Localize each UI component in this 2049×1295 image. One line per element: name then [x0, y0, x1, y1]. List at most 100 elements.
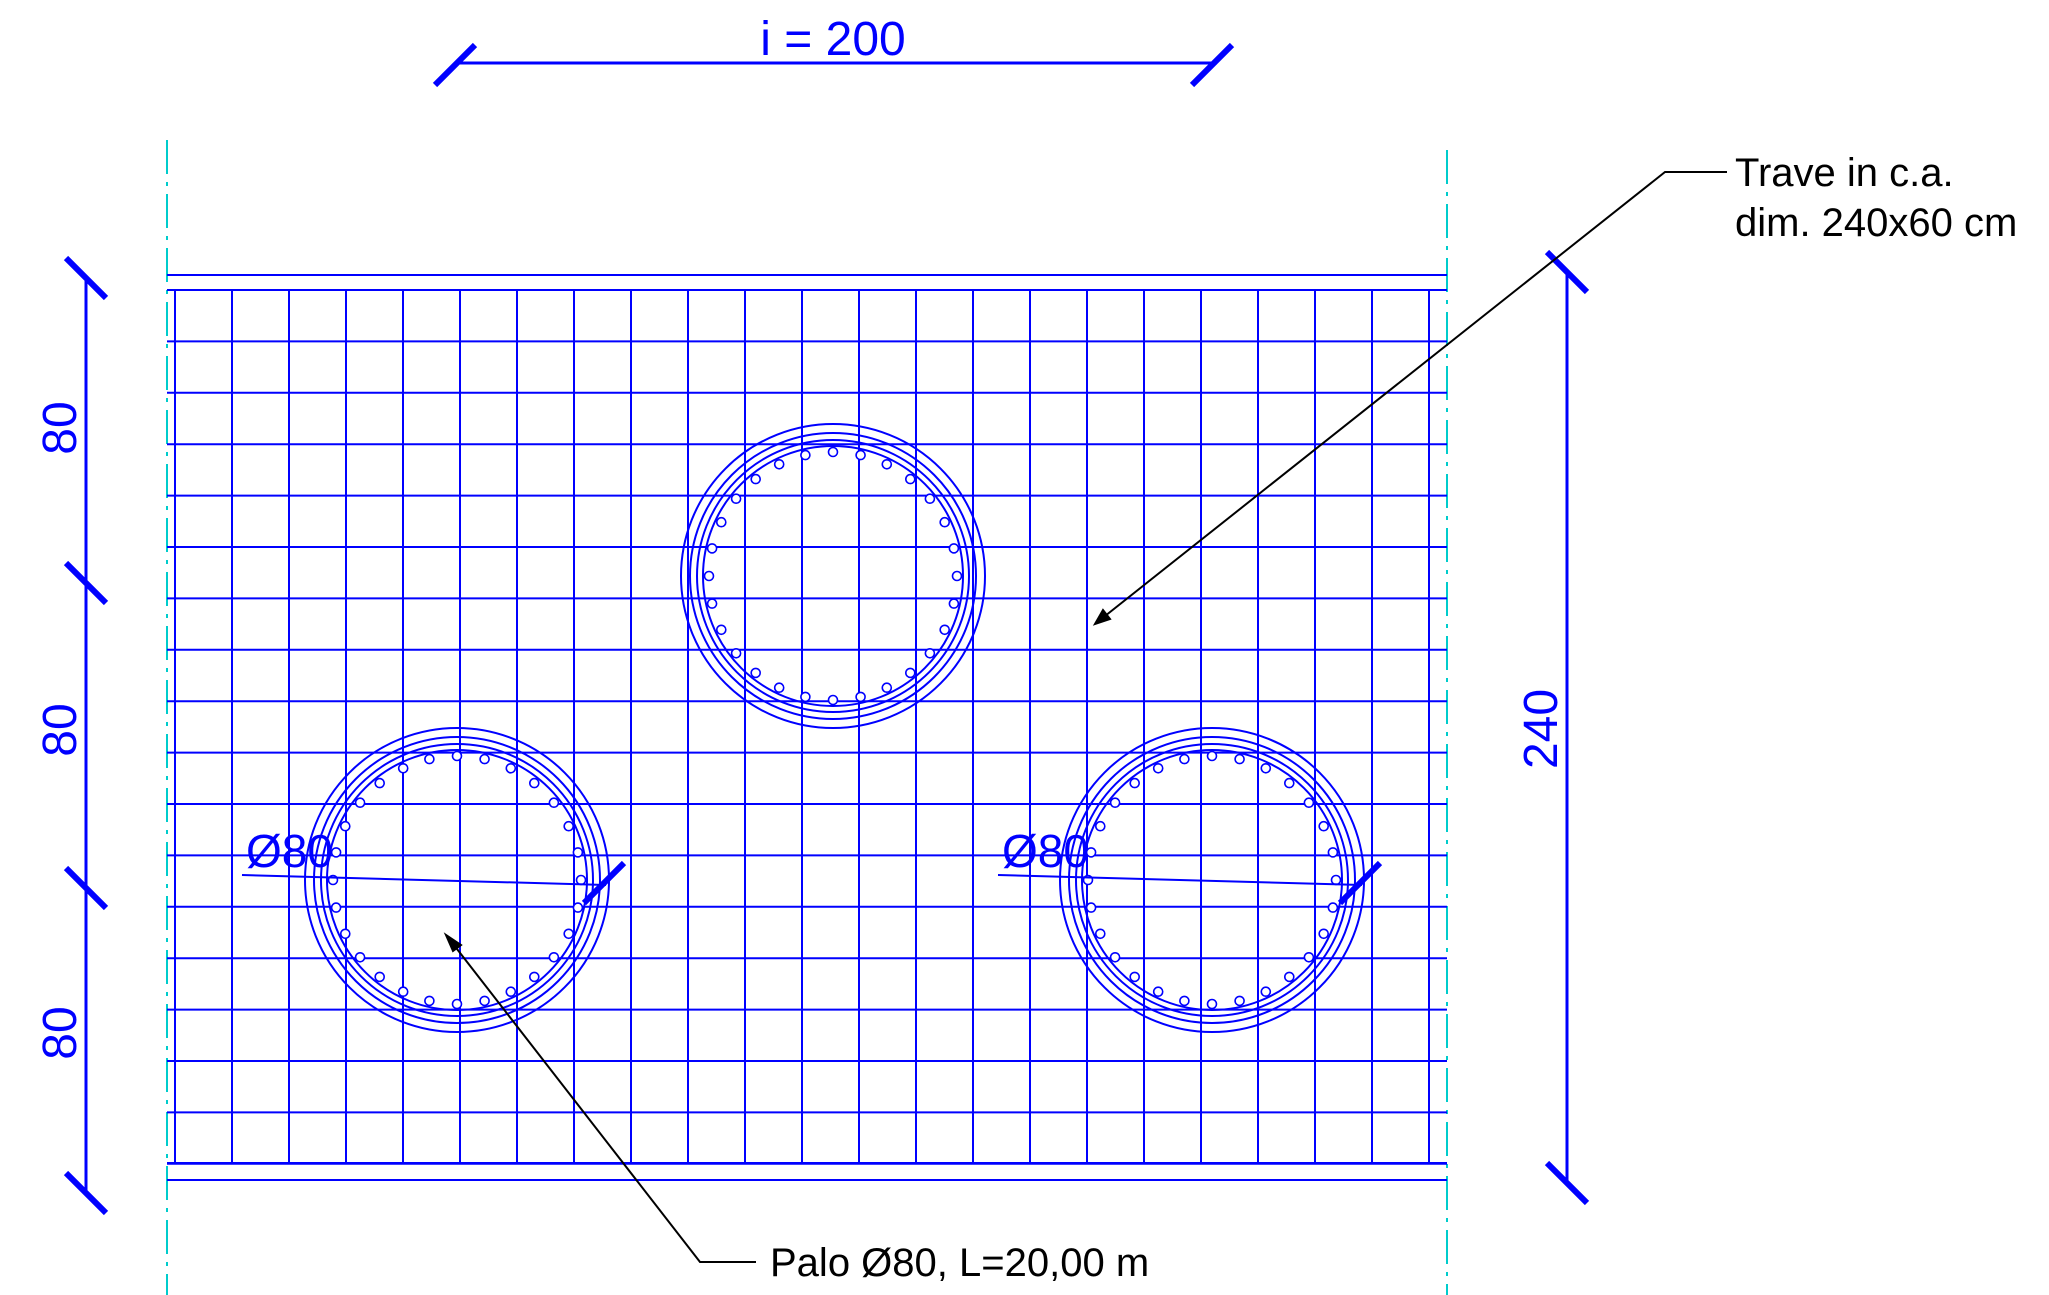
pile-rebar [904, 667, 916, 679]
pile-rebar [939, 624, 951, 636]
pile-leader-arrow [443, 932, 463, 953]
pile-rebar [855, 449, 866, 461]
pile-rebar [1318, 928, 1329, 940]
pile-rebar [1303, 797, 1315, 809]
pile-top [680, 423, 986, 729]
pile-rebar [528, 777, 540, 789]
pile-rebar [715, 516, 727, 528]
pile-diameter-dims [241, 860, 1383, 906]
pile-rebar [1152, 762, 1164, 774]
beam-leader-line [1099, 171, 1727, 621]
rebar-grid [167, 289, 1447, 1165]
left-tick-2 [63, 560, 109, 606]
pile-rebar [827, 446, 839, 458]
pile-rebar [563, 928, 575, 940]
pile-rebar [424, 753, 435, 765]
pile-diameter-line-left [241, 874, 607, 886]
pile-rebar [924, 493, 936, 505]
pile-rebar [374, 777, 386, 789]
pile-rebar [773, 458, 785, 470]
pile-outline [680, 423, 986, 729]
pile-rebar [715, 624, 727, 636]
pile-rebar [730, 647, 742, 659]
pile-rebar [827, 694, 839, 706]
pile-rebar [1095, 928, 1106, 940]
pile-right [1059, 727, 1365, 1033]
total-height-dimension [1544, 249, 1590, 1206]
pile-rebar [881, 458, 893, 470]
left-tick-1 [63, 255, 109, 301]
left-dimension-label-top: 80 [34, 401, 87, 454]
pile-rebar [1179, 753, 1190, 765]
pile-rebar [397, 762, 409, 774]
beam-outline [167, 274, 1447, 1181]
pile-annotation: Palo Ø80, L=20,00 m [770, 1241, 1149, 1285]
pile-rebar [948, 543, 960, 554]
pile-rebar [354, 797, 366, 809]
pile-rebar [339, 928, 351, 940]
pile-rebar [951, 570, 963, 582]
pile-diameter-label-right: Ø80 [1002, 825, 1089, 877]
pile-diameter-tick-right [1337, 860, 1383, 906]
total-height-label: 240 [1515, 689, 1568, 769]
pile-rebar [750, 473, 762, 485]
pile-outline [689, 432, 977, 720]
pile-rebar [424, 995, 435, 1007]
pile-rebar [563, 820, 575, 832]
pile-rebar [706, 543, 718, 554]
pile-rebar [1179, 995, 1190, 1007]
pile-rebar [339, 820, 351, 832]
pile-rebar [1152, 986, 1164, 998]
pile-left [304, 727, 610, 1033]
pile-rebar [572, 902, 584, 913]
pile-rebar [939, 516, 951, 528]
pile-rebar [948, 598, 960, 609]
pile-diameter-label-left: Ø80 [246, 825, 333, 877]
pile-rebar [1109, 797, 1121, 809]
pile-spiral [1081, 749, 1343, 1011]
pile-leader-line [449, 939, 756, 1263]
spacing-label: i = 200 [760, 13, 905, 66]
pile-outline [313, 736, 601, 1024]
spacing-dimension [432, 42, 1235, 88]
pile-diameter-line-right [997, 874, 1363, 886]
pile-rebar [1206, 998, 1218, 1010]
pile-rebar [706, 598, 718, 609]
pile-rebar [572, 847, 584, 858]
pile-rebar [528, 971, 540, 983]
pile-rebar [397, 986, 409, 998]
pile-rebar [1318, 820, 1329, 832]
pile-rebar [1234, 753, 1245, 765]
pile-rebar [505, 762, 517, 774]
pile-spiral [702, 445, 964, 707]
left-tick-4 [63, 1170, 109, 1216]
pile-rebar [800, 449, 811, 461]
pile-rebar [773, 682, 785, 694]
left-dimension-chain [63, 255, 109, 1216]
pile-rebar [575, 874, 587, 886]
pile-rebar [1129, 777, 1140, 789]
left-dimension-label-bottom: 80 [34, 1006, 87, 1059]
pile-rebar [881, 682, 893, 694]
pile-rebar [855, 691, 866, 703]
pile-rebar [800, 691, 811, 703]
pile-rebar [703, 570, 715, 582]
pile-spiral [1075, 743, 1349, 1017]
pile-rebar [548, 951, 560, 963]
pile-rebar [374, 971, 386, 983]
pile-rebar [451, 998, 463, 1010]
pile-rebar [924, 647, 936, 659]
pile-rebar [750, 667, 762, 679]
pile-rebar [1327, 902, 1339, 913]
piles [304, 423, 1365, 1033]
pile-rebar [1330, 874, 1342, 886]
left-tick-3 [63, 865, 109, 911]
beam-leader-arrow [1092, 608, 1112, 626]
leader-lines [443, 171, 1727, 1263]
pile-rebar [1234, 995, 1245, 1007]
pile-rebar [1284, 777, 1295, 789]
pile-rebar [1129, 971, 1140, 983]
pile-rebar [1260, 986, 1272, 998]
pile-rebar [354, 951, 366, 963]
